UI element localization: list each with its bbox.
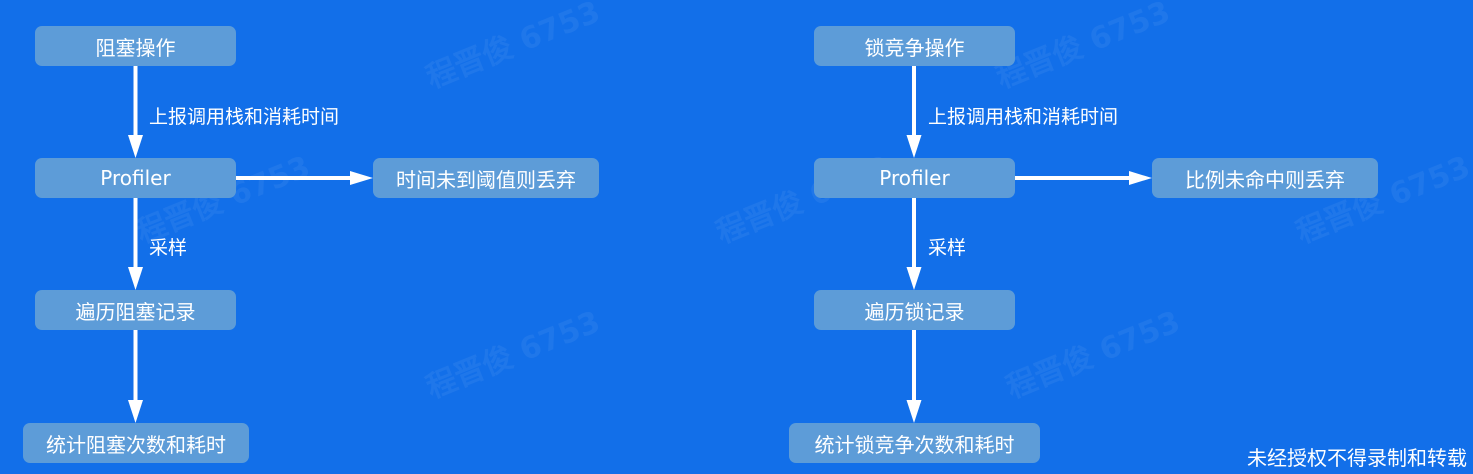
node-lock-contention-operation: 锁竞争操作 [814,26,1015,66]
node-traverse-lock-records: 遍历锁记录 [814,290,1015,330]
edge-label-sample: 采样 [928,237,967,259]
node-profiler-left: Profiler [35,158,236,198]
node-traverse-blocking-records: 遍历阻塞记录 [35,290,236,330]
edge-label-report: 上报调用栈和消耗时间 [149,106,340,128]
copyright-notice: 未经授权不得录制和转载 [1247,446,1467,470]
node-discard-ratio-miss: 比例未命中则丢弃 [1152,158,1378,198]
node-profiler-right: Profiler [814,158,1015,198]
edge-label-sample: 采样 [149,237,188,259]
edge-label-report: 上报调用栈和消耗时间 [928,106,1119,128]
node-lock-contention-stats: 统计锁竞争次数和耗时 [789,423,1040,463]
node-blocking-stats: 统计阻塞次数和耗时 [23,423,249,463]
right-arrows [906,66,1152,423]
left-arrows [128,66,373,423]
node-discard-below-threshold: 时间未到阈值则丢弃 [373,158,599,198]
node-blocking-operation: 阻塞操作 [35,26,236,66]
